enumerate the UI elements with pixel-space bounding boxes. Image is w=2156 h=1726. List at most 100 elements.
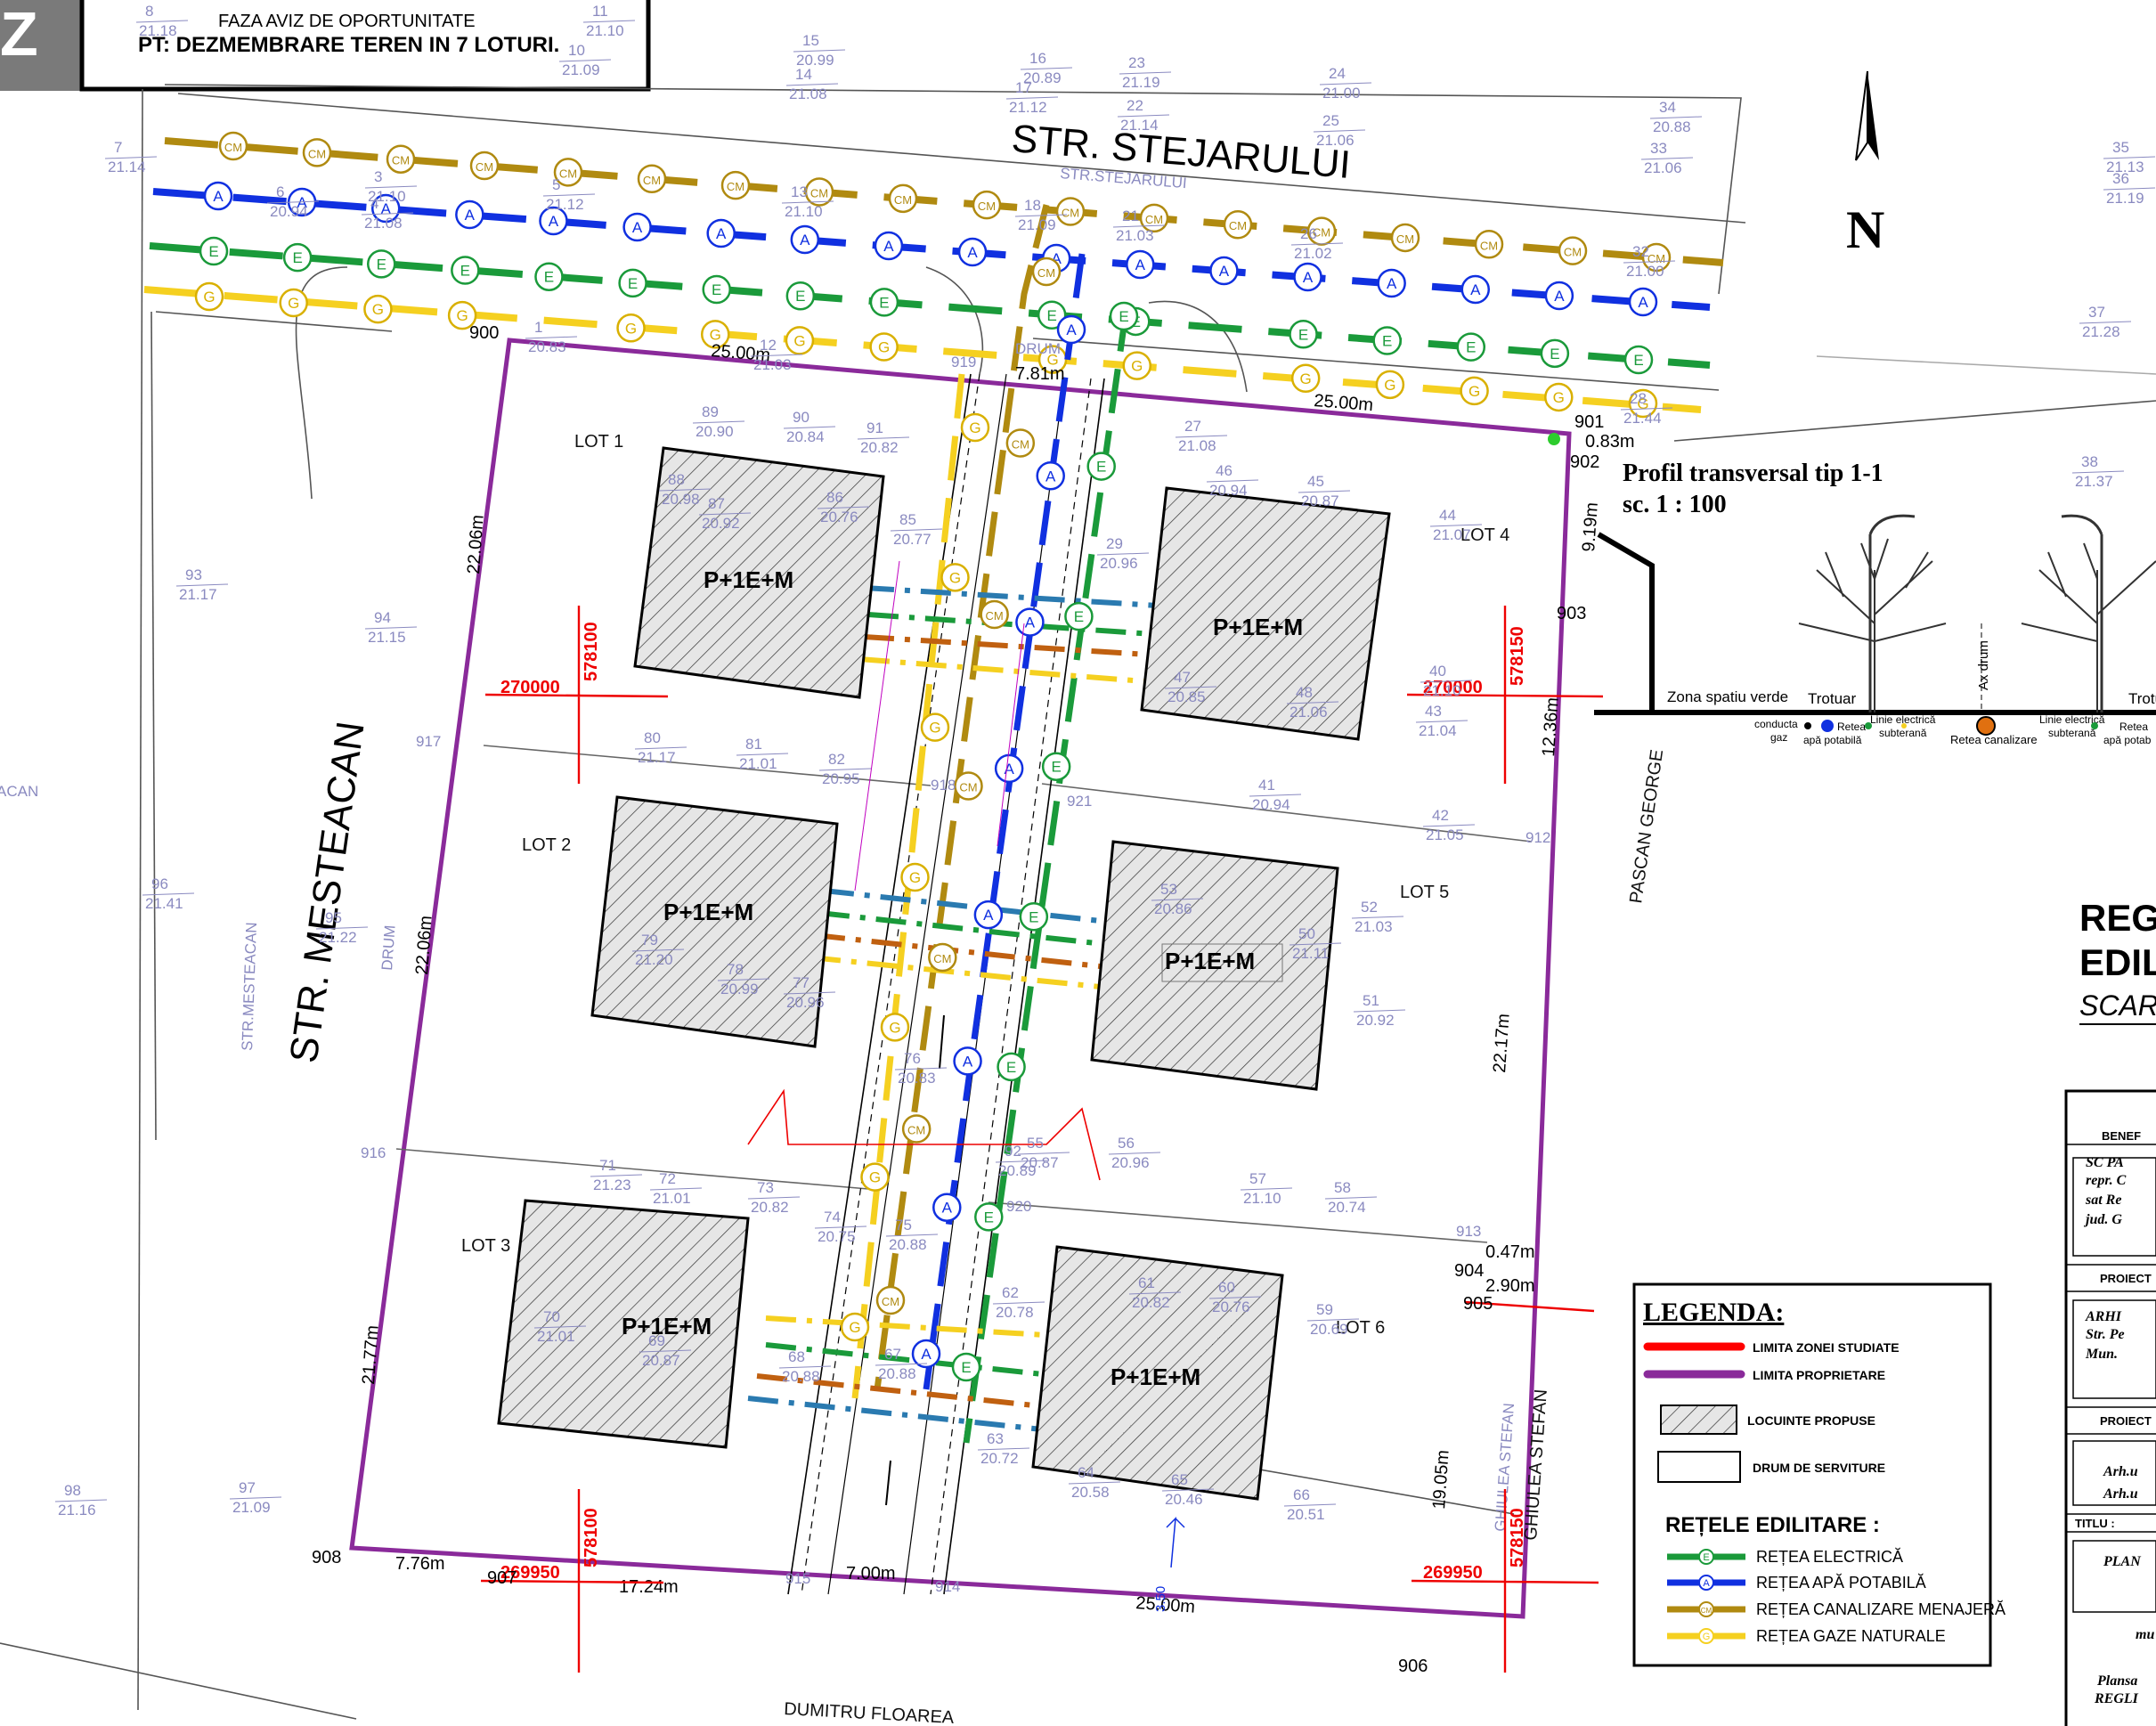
svg-text:91: 91 — [866, 419, 883, 436]
svg-text:78: 78 — [727, 961, 744, 978]
profile-title: Profil transversal tip 1-1 — [1623, 460, 1883, 487]
svg-text:29: 29 — [1106, 535, 1123, 552]
title-plan: PLAN — [2103, 1554, 2142, 1569]
svg-text:G: G — [1553, 389, 1565, 406]
street-sewer-line — [164, 137, 1724, 266]
utility-symbol-e: E — [1037, 300, 1067, 330]
coord-y-ne: 578150 — [1508, 626, 1527, 686]
svg-text:A: A — [942, 1200, 953, 1217]
street-lamp-2 — [2061, 514, 2103, 712]
utility-symbol-e: E — [1540, 338, 1570, 369]
svg-text:E: E — [1006, 1059, 1016, 1076]
utility-symbol-cm: CM — [1306, 216, 1337, 246]
utility-symbol-e: E — [1623, 345, 1654, 375]
svg-text:20.85: 20.85 — [1167, 688, 1206, 705]
utility-symbol-e: E — [869, 288, 899, 317]
title-plansa: Plansa — [2096, 1673, 2137, 1689]
utility-symbol-e: E — [618, 268, 647, 298]
svg-text:A: A — [1387, 275, 1397, 292]
svg-text:87: 87 — [708, 495, 725, 512]
svg-text:E: E — [628, 275, 638, 292]
header-block: Z FAZA AVIZ DE OPORTUNITATE PT: DEZMEMBR… — [0, 0, 651, 92]
svg-text:34: 34 — [1659, 99, 1676, 116]
dim-0-83: 0.83m — [1585, 432, 1635, 452]
svg-text:81: 81 — [745, 736, 762, 753]
svg-text:CM: CM — [643, 174, 661, 187]
svg-text:20.83: 20.83 — [898, 1070, 936, 1087]
utility-symbol-a: A — [1377, 268, 1406, 298]
utility-symbol-e: E — [1372, 326, 1402, 355]
svg-text:E: E — [1051, 759, 1061, 776]
svg-text:21.07: 21.07 — [1433, 526, 1471, 543]
building-lot-5-inner-label — [1161, 943, 1283, 982]
utility-symbol-e: E — [282, 242, 313, 273]
utility-symbol-cm: CM — [901, 1114, 932, 1144]
branch-1-cyan — [863, 585, 1159, 608]
lot-label-3: LOT 3 — [461, 1236, 510, 1256]
profile-gas-1: conducta — [1754, 718, 1798, 730]
svg-text:21.01: 21.01 — [653, 1190, 691, 1207]
svg-text:21: 21 — [1122, 208, 1139, 224]
utility-symbol-g: G — [960, 412, 990, 443]
sewer-pipe-dot — [1976, 716, 1996, 736]
svg-text:21.44: 21.44 — [1623, 410, 1662, 427]
svg-text:A: A — [297, 194, 307, 211]
svg-text:20.94: 20.94 — [1209, 482, 1248, 499]
svg-text:82: 82 — [828, 751, 845, 768]
point-901: 901 — [1574, 412, 1604, 432]
lot-label-6: LOT 6 — [1336, 1318, 1385, 1338]
svg-text:G: G — [1131, 358, 1143, 375]
svg-text:7: 7 — [114, 139, 122, 156]
title-edil: EDIL — [2079, 941, 2156, 983]
svg-text:21.11: 21.11 — [1292, 945, 1329, 962]
utility-symbol-a: A — [1628, 287, 1658, 317]
legend-line-sample: E — [1667, 1549, 1745, 1565]
svg-text:50: 50 — [1298, 925, 1315, 942]
utility-branches — [747, 585, 1159, 1432]
lot-divider-1-2 — [483, 745, 932, 786]
utility-symbol-cm: CM — [218, 131, 248, 161]
svg-text:21.23: 21.23 — [593, 1176, 631, 1193]
svg-text:18: 18 — [1024, 197, 1041, 214]
phase-label: FAZA AVIZ DE OPORTUNITATE — [218, 12, 476, 31]
building-label-lot-4: P+1E+M — [1213, 614, 1303, 640]
svg-text:G: G — [878, 338, 890, 355]
svg-text:A: A — [381, 200, 392, 217]
road-drum-small: DRUM — [1015, 340, 1061, 357]
title-sat: sat Re — [2085, 1193, 2121, 1208]
svg-text:25: 25 — [1322, 112, 1339, 129]
utility-symbol-cm: CM — [637, 164, 667, 194]
svg-text:A: A — [800, 232, 810, 248]
street-edge-profile-right — [1673, 400, 2156, 442]
point-916: 916 — [361, 1144, 386, 1161]
svg-text:21.00: 21.00 — [1322, 85, 1361, 102]
svg-text:E: E — [1382, 332, 1392, 349]
building-lot-5 — [1090, 840, 1339, 1091]
svg-text:20.95: 20.95 — [822, 770, 860, 787]
utility-symbol-g: G — [785, 326, 815, 355]
profile-sewer: Retea canalizare — [1950, 733, 2038, 746]
svg-text:A: A — [967, 244, 978, 261]
svg-text:20.46: 20.46 — [1165, 1491, 1203, 1508]
building-label-lot-6: P+1E+M — [1111, 1364, 1200, 1390]
utility-symbol-e: E — [785, 281, 816, 311]
utility-symbol-g: G — [1290, 363, 1321, 394]
dim-25-top-left: 25.00m — [711, 341, 771, 365]
svg-text:21.17: 21.17 — [179, 586, 217, 603]
street-dumitru-label: DUMITRU FLOAREA — [784, 1699, 956, 1726]
street-corner — [295, 266, 348, 500]
